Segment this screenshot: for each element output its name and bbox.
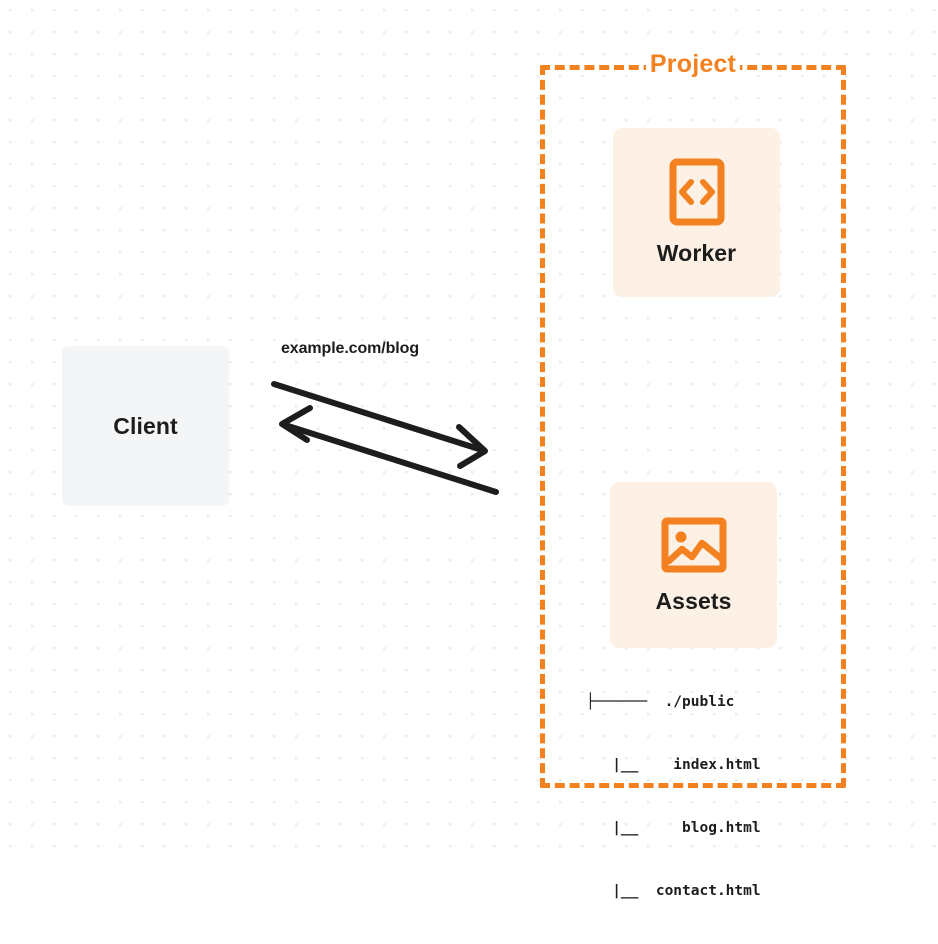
assets-file-tree: ├────── ./public |__ index.html |__ blog… (586, 650, 761, 944)
file-tree-line: |__ index.html (586, 757, 761, 773)
assets-node[interactable]: Assets (610, 482, 777, 648)
project-title: Project (645, 49, 741, 79)
client-label: Client (113, 412, 178, 439)
worker-label: Worker (656, 240, 737, 266)
code-file-icon (669, 158, 725, 226)
file-tree-line: ├────── ./public (586, 694, 735, 710)
file-tree-line: |__ contact.html (586, 883, 761, 899)
request-arrow (271, 381, 488, 469)
diagram-canvas: Client example.com/blog Project Worker (0, 0, 938, 899)
assets-label: Assets (655, 587, 732, 614)
connection-arrows (271, 381, 499, 495)
worker-node[interactable]: Worker (613, 128, 780, 297)
image-icon (661, 516, 727, 574)
response-arrow (279, 405, 499, 495)
client-node[interactable]: Client (62, 346, 229, 506)
project-container: Project (540, 49, 846, 788)
file-tree-line: |__ blog.html (586, 820, 761, 836)
connection-url-label: example.com/blog (281, 340, 419, 357)
